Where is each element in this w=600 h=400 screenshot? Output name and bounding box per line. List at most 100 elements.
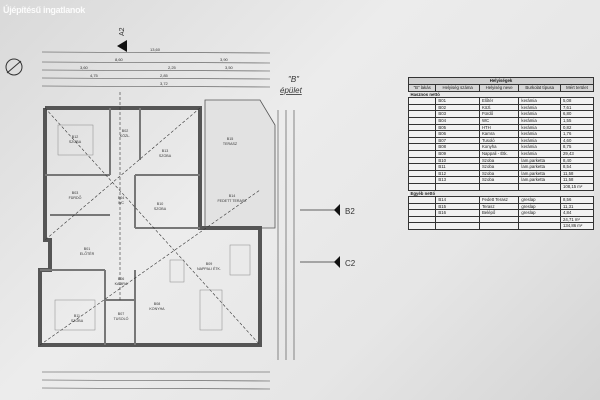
dim-label: 13,60 bbox=[150, 47, 161, 52]
cell bbox=[407, 97, 437, 105]
furniture bbox=[54, 124, 251, 331]
svg-text:KAMRA: KAMRA bbox=[115, 282, 128, 286]
cell: B02 bbox=[435, 103, 480, 112]
svg-text:FÜRDŐ: FÜRDŐ bbox=[69, 195, 82, 200]
dim-label: 2,25 bbox=[168, 65, 177, 70]
section-label-a2: A2 bbox=[119, 27, 126, 36]
cell: 11,58 bbox=[559, 169, 595, 178]
col-header: "B" lakás bbox=[407, 83, 437, 92]
cell: Fedett Terasz bbox=[478, 196, 520, 204]
cell: B06 bbox=[435, 130, 480, 138]
dim-label: 4,75 bbox=[90, 73, 99, 78]
col-header: Helyiség száma bbox=[435, 83, 480, 92]
cell bbox=[407, 110, 437, 118]
cell: B09 bbox=[435, 149, 480, 158]
cell: greslap bbox=[518, 202, 561, 211]
cell: lam.parketta bbox=[518, 169, 561, 178]
cell: Belépő bbox=[478, 209, 520, 217]
svg-text:B2: B2 bbox=[345, 207, 355, 216]
cell: B10 bbox=[435, 156, 480, 165]
col-header: Helyiség neve bbox=[478, 83, 520, 92]
svg-text:B09: B09 bbox=[206, 262, 212, 266]
cell bbox=[407, 143, 437, 151]
svg-text:B15: B15 bbox=[227, 137, 233, 141]
cell: kerámia bbox=[518, 110, 561, 118]
building-sublabel: épület bbox=[280, 86, 303, 95]
interior-walls bbox=[40, 108, 200, 345]
cell bbox=[407, 149, 437, 158]
cell: Szoba bbox=[478, 156, 520, 165]
cell: B08 bbox=[435, 143, 480, 151]
svg-text:FEDETT TERASZ: FEDETT TERASZ bbox=[217, 199, 247, 203]
svg-text:B10: B10 bbox=[157, 202, 163, 206]
section-header: Hasznos nettó bbox=[408, 90, 594, 99]
cell: kerámia bbox=[518, 143, 561, 151]
cell: 6,80 bbox=[559, 110, 595, 118]
subtotal-other: 24,71 m² bbox=[559, 215, 595, 224]
section-header: Egyéb nettó bbox=[408, 189, 594, 198]
cell: kerámia bbox=[518, 130, 561, 138]
cell: B11 bbox=[435, 163, 480, 171]
cell: 8,75 bbox=[559, 143, 595, 151]
cell bbox=[407, 202, 437, 211]
cell bbox=[407, 176, 437, 184]
cell: 7,61 bbox=[559, 103, 595, 112]
cell: B05 bbox=[435, 123, 480, 132]
cell bbox=[407, 116, 437, 125]
cell: Kamra bbox=[478, 130, 520, 138]
cell: B12 bbox=[435, 169, 480, 178]
svg-text:B04: B04 bbox=[118, 196, 124, 200]
cell: Szoba bbox=[478, 176, 520, 184]
watermark: Újépítésű ingatlanok bbox=[3, 5, 86, 15]
cell bbox=[407, 103, 437, 112]
cell: B04 bbox=[435, 116, 480, 125]
section-marker-b2: B2 bbox=[300, 204, 355, 216]
cell: B16 bbox=[435, 209, 480, 217]
cell: lam.parketta bbox=[518, 176, 561, 184]
cell bbox=[407, 156, 437, 165]
col-header: Mért terület bbox=[559, 83, 595, 92]
cell bbox=[407, 136, 437, 145]
cell: WC bbox=[478, 116, 520, 125]
cell: 8,56 bbox=[559, 196, 595, 204]
table-title: Helyiségek bbox=[408, 77, 594, 85]
cell bbox=[407, 169, 437, 178]
svg-text:KONYHA: KONYHA bbox=[149, 307, 165, 311]
cell: 11,58 bbox=[559, 176, 595, 184]
compass-icon bbox=[5, 58, 23, 76]
cell: B01 bbox=[435, 97, 480, 105]
terrace-area bbox=[204, 99, 276, 229]
cell: kerámia bbox=[518, 149, 561, 158]
cell: greslap bbox=[518, 196, 561, 204]
cell: 0,82 bbox=[559, 123, 595, 132]
cell bbox=[407, 209, 437, 217]
svg-text:SZOBA: SZOBA bbox=[159, 154, 172, 158]
grand-total: 134,86 m² bbox=[559, 222, 595, 231]
cell: 1,55 bbox=[559, 116, 595, 125]
cell: Nappali - Étk. bbox=[478, 149, 520, 158]
cell: lam.parketta bbox=[518, 163, 561, 171]
cell: Tusoló bbox=[478, 136, 520, 145]
cell: B07 bbox=[435, 136, 480, 145]
svg-text:TUSOLÓ: TUSOLÓ bbox=[114, 316, 129, 321]
svg-text:B01: B01 bbox=[84, 247, 90, 251]
cell: B14 bbox=[435, 196, 480, 204]
svg-text:TERASZ: TERASZ bbox=[223, 142, 238, 146]
